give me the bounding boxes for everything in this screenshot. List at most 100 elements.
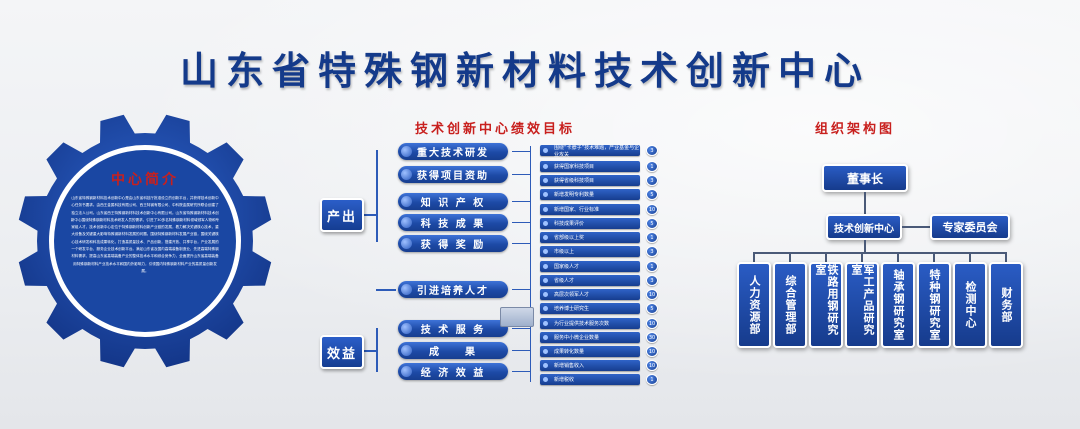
target-number: 10 <box>646 346 658 357</box>
dept-label: 铁路用钢研究室 <box>814 264 839 336</box>
pill-awards: 获 得 奖 励 <box>398 235 508 252</box>
intro-title: 中心简介 <box>111 172 179 188</box>
target-item: 获得国家科技项目 <box>540 161 640 172</box>
org-connector <box>861 252 863 262</box>
target-item: 高层次领军人才 <box>540 289 640 300</box>
connector-line <box>362 214 376 216</box>
target-item: 成果转化数量 <box>540 346 640 357</box>
target-number: 30 <box>646 332 658 343</box>
org-center: 技术创新中心 <box>826 214 902 240</box>
perf-title: 技术创新中心绩效目标 <box>415 122 576 137</box>
org-connector <box>1005 252 1007 262</box>
target-item: 新增国家、行业标准 <box>540 204 640 215</box>
org-connector <box>897 252 899 262</box>
target-number: 3 <box>646 275 658 286</box>
org-connector <box>864 192 866 214</box>
target-item: 国家级人才 <box>540 261 640 272</box>
connector-line <box>376 328 378 372</box>
dept-label: 特种钢研究室 <box>928 269 941 341</box>
target-number: 3 <box>646 145 658 156</box>
pill-ip: 知 识 产 权 <box>398 193 508 210</box>
dept-special-steel: 特种钢研究室 <box>917 262 951 348</box>
connector-line <box>512 222 530 223</box>
target-item: 科技成果评价 <box>540 218 640 229</box>
pill-achievements: 科 技 成 果 <box>398 214 508 231</box>
dept-finance: 财务部 <box>989 262 1023 348</box>
target-number: 5 <box>646 303 658 314</box>
target-number: 1 <box>646 374 658 385</box>
pill-talent: 引进培养人才 <box>398 281 508 298</box>
target-item: 省部级以上奖 <box>540 232 640 243</box>
org-connector <box>789 252 791 262</box>
dept-label: 检测中心 <box>964 281 977 329</box>
org-connector <box>753 252 1006 254</box>
target-number: 1 <box>646 261 658 272</box>
connector-line <box>512 201 530 202</box>
dept-bearing-steel: 轴承钢研究室 <box>881 262 915 348</box>
dept-hr: 人力资源部 <box>737 262 771 348</box>
target-number: 3 <box>646 175 658 186</box>
intro-text: 山东省特殊钢新材料技术创新中心是由山东省科技厅批准设立的创新平台，并获得技术创新… <box>70 196 220 273</box>
dept-testing: 检测中心 <box>953 262 987 348</box>
page-title: 山东省特殊钢新材料技术创新中心 <box>180 49 871 93</box>
category-output: 产出 <box>320 198 364 232</box>
org-connector <box>753 252 755 262</box>
gear-icon <box>18 114 272 368</box>
dept-label: 财务部 <box>1000 287 1013 323</box>
target-item: 市级以上 <box>540 246 640 257</box>
connector-line <box>362 350 376 352</box>
intro-gear: 中心简介 山东省特殊钢新材料技术创新中心是由山东省科技厅批准设立的创新平台，并获… <box>14 110 276 372</box>
connector-line <box>512 289 530 290</box>
dept-label: 综合管理部 <box>784 275 797 335</box>
target-number: 1 <box>646 232 658 243</box>
pill-economic: 经 济 效 益 <box>398 363 508 380</box>
connector-line <box>512 350 530 351</box>
org-connector <box>902 226 930 228</box>
connector-line <box>376 289 396 291</box>
target-number: 5 <box>646 189 658 200</box>
org-connector <box>933 252 935 262</box>
connector-line <box>530 146 531 382</box>
dept-label: 轴承钢研究室 <box>892 269 905 341</box>
target-number: 10 <box>646 289 658 300</box>
target-item: 获得省级科技项目 <box>540 175 640 186</box>
org-title: 组织架构图 <box>815 122 896 137</box>
connector-line <box>512 328 530 329</box>
dept-railway-steel: 铁路用钢研究室 <box>809 262 843 348</box>
dept-label: 人力资源部 <box>748 275 761 335</box>
target-item: 新增税收 <box>540 374 640 385</box>
org-experts: 专家委员会 <box>930 214 1010 240</box>
connector-line <box>512 174 530 175</box>
target-number: 10 <box>646 318 658 329</box>
dept-label: 军工产品研究室 <box>850 264 875 336</box>
target-item: 省级人才 <box>540 275 640 286</box>
target-number: 5 <box>646 218 658 229</box>
target-number: 1 <box>646 161 658 172</box>
target-item: 新增销售收入 <box>540 360 640 371</box>
target-item: 围绕“卡脖子”技术难题，产业基金与企业攻关 <box>540 145 640 158</box>
connector-line <box>512 371 530 372</box>
dept-military: 军工产品研究室 <box>845 262 879 348</box>
connector-line <box>376 150 378 242</box>
org-connector <box>825 252 827 262</box>
target-item: 新增发明专利数量 <box>540 189 640 200</box>
target-number: 10 <box>646 360 658 371</box>
wall-socket <box>500 307 534 327</box>
connector-line <box>512 151 530 152</box>
intro-panel: 中心简介 山东省特殊钢新材料技术创新中心是由山东省科技厅批准设立的创新平台，并获… <box>55 151 235 331</box>
connector-line <box>512 243 530 244</box>
target-item: 为行业提供技术服务次数 <box>540 318 640 329</box>
pill-major-rd: 重大技术研发 <box>398 143 508 160</box>
target-item: 培养博士研究生 <box>540 303 640 314</box>
org-connector <box>969 252 971 262</box>
target-item: 服务中小微企业数量 <box>540 332 640 343</box>
pill-tech-service: 技 术 服 务 <box>398 320 508 337</box>
dept-admin: 综合管理部 <box>773 262 807 348</box>
pill-funding: 获得项目资助 <box>398 166 508 183</box>
org-connector <box>864 240 866 252</box>
target-number: 3 <box>646 246 658 257</box>
category-benefit: 效益 <box>320 335 364 369</box>
pill-results: 成 果 <box>398 342 508 359</box>
target-number: 10 <box>646 204 658 215</box>
org-chairman: 董事长 <box>822 164 908 192</box>
